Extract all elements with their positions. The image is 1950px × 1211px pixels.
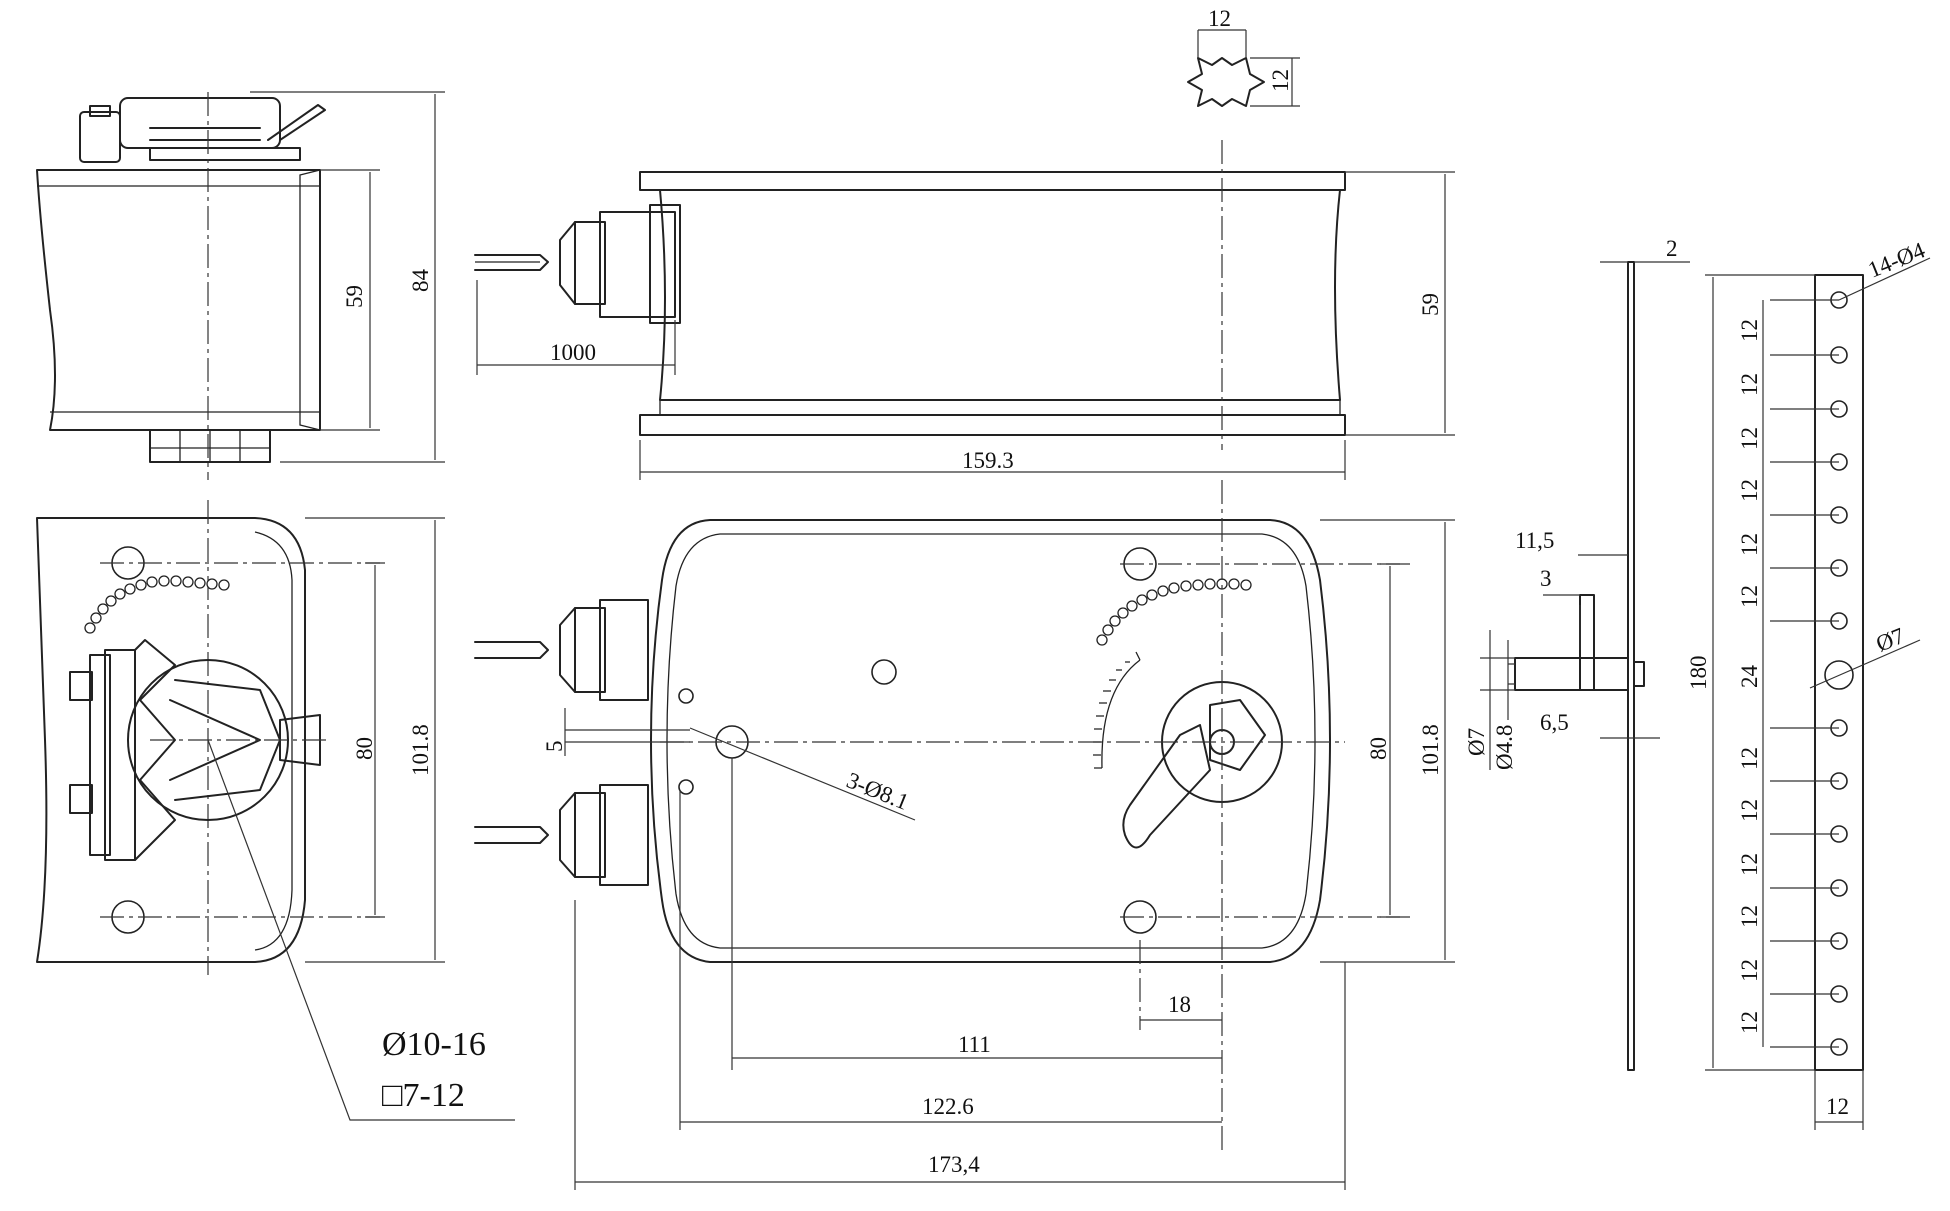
- dim-center-hole: Ø7: [1873, 623, 1908, 657]
- dim-plate-thickness: 2: [1666, 236, 1678, 261]
- dim-pin-dia-7: Ø7: [1464, 728, 1489, 756]
- dim-strip-width: 12: [1826, 1094, 1849, 1119]
- front-indicator-dots: [1096, 578, 1252, 646]
- dim-strip-180: 180: [1686, 656, 1711, 691]
- dim-pin-6-5: 6,5: [1540, 710, 1569, 735]
- dim-pitch-11: 12: [1737, 959, 1762, 982]
- dim-122-6: 122.6: [922, 1094, 974, 1119]
- dim-pin-dia-4-8: Ø4.8: [1492, 725, 1517, 770]
- label-shaft-round: Ø10-16: [382, 1026, 486, 1063]
- dim-mount-holes: 3-Ø8.1: [843, 767, 912, 814]
- dim-pitch-10: 12: [1737, 905, 1762, 928]
- dim-offset-18: 18: [1168, 992, 1191, 1017]
- dim-top-59: 59: [1418, 293, 1443, 316]
- top-body-view: 1000 59 159.3: [474, 140, 1455, 480]
- dim-side-59: 59: [342, 285, 367, 308]
- dim-pitch-12: 12: [1737, 1011, 1762, 1034]
- dim-pin-11-5: 11,5: [1515, 528, 1554, 553]
- dim-111: 111: [958, 1032, 991, 1057]
- dim-pitch-2: 12: [1737, 373, 1762, 396]
- dim-body-length: 159.3: [962, 448, 1014, 473]
- dim-173-4: 173,4: [928, 1152, 980, 1177]
- dim-star-height: 12: [1268, 69, 1293, 92]
- dim-hole-spec: 14-Ø4: [1865, 237, 1929, 282]
- strip-view: 12 12 12 12 12 12 24 12 12 12 12 12 12 1…: [1686, 237, 1931, 1130]
- dim-pitch-4: 12: [1737, 479, 1762, 502]
- dim-left-80: 80: [352, 737, 377, 760]
- front-body-view: 80 101.8 5 3-Ø8.1 18 111 122.6 173,4: [474, 480, 1455, 1190]
- dim-left-101-8: 101.8: [408, 724, 433, 776]
- dim-pitch-8: 12: [1737, 799, 1762, 822]
- dim-cable-length: 1000: [550, 340, 596, 365]
- left-indicator-dots: [84, 575, 230, 634]
- left-front-view: 80 101.8 Ø10-16 □7-12: [36, 500, 515, 1121]
- dim-star-width: 12: [1208, 6, 1231, 31]
- dim-slot-5: 5: [542, 741, 567, 753]
- dim-pin-3: 3: [1540, 566, 1552, 591]
- star-shaft-profile: 12 12: [1187, 6, 1300, 107]
- label-shaft-square: □7-12: [382, 1077, 465, 1114]
- dim-pitch-3: 12: [1737, 427, 1762, 450]
- dim-pitch-1: 12: [1737, 319, 1762, 342]
- dim-pitch-5: 12: [1737, 533, 1762, 556]
- dim-pitch-9: 12: [1737, 853, 1762, 876]
- left-side-view: 59 84: [36, 91, 445, 480]
- dim-pitch-center: 24: [1737, 665, 1762, 689]
- pin-plate-view: 2 11,5 3 Ø7 Ø4.8 6,5: [1464, 236, 1690, 1071]
- dim-side-84: 84: [408, 269, 433, 293]
- dim-front-101-8: 101.8: [1418, 724, 1443, 776]
- dim-pitch-7: 12: [1737, 747, 1762, 770]
- dim-pitch-6: 12: [1737, 585, 1762, 608]
- dim-front-80: 80: [1366, 737, 1391, 760]
